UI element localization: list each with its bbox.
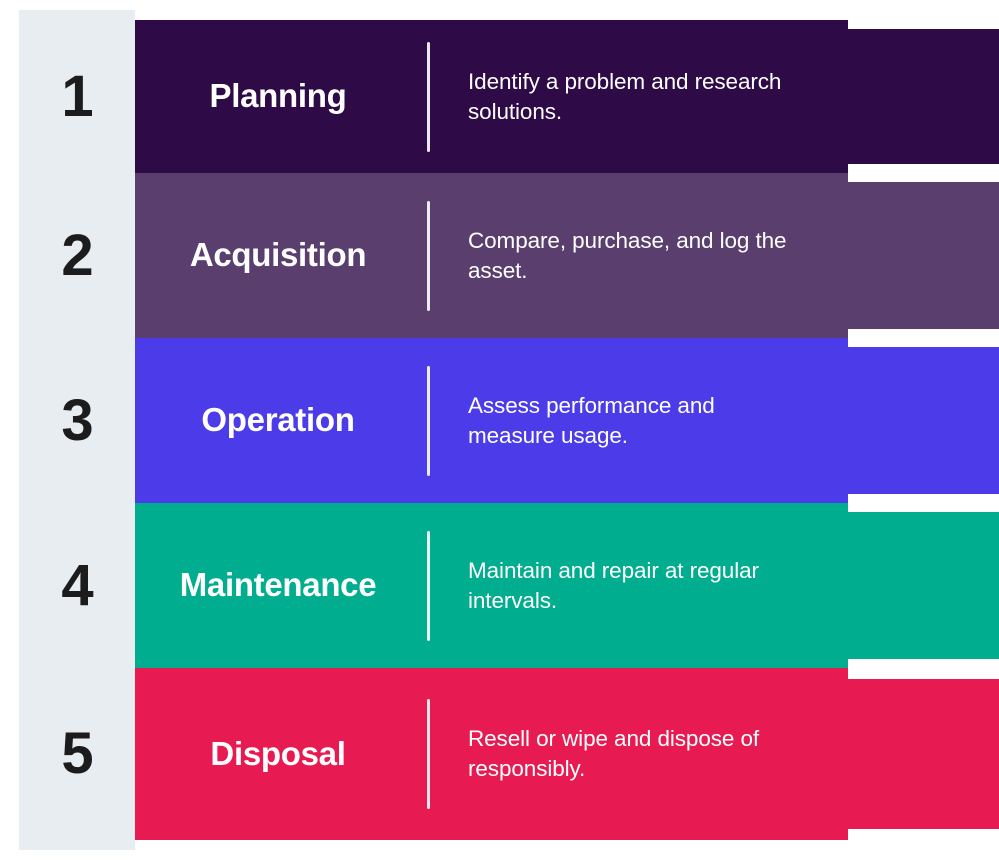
step-number-3: 3 [19,338,135,503]
step-number-4: 4 [19,503,135,668]
step-number-label: 2 [61,222,93,288]
step-number-2: 2 [19,173,135,338]
step-number-5: 5 [19,668,135,840]
step-number-label: 4 [61,552,93,618]
stage-icon-cap [835,347,999,494]
step-number-label: 5 [61,721,93,786]
stage-color-bar [135,20,848,173]
stage-color-bar [135,338,848,503]
step-number-rail: 1 2 3 4 5 [19,10,135,850]
stage-color-bar [135,668,848,840]
stage-icon-cap [835,182,999,329]
step-number-label: 1 [61,63,93,129]
step-number-label: 3 [61,387,93,453]
stage-icon-cap [835,29,999,164]
step-number-1: 1 [19,20,135,173]
stage-icon-cap [835,679,999,829]
stage-color-bar [135,503,848,668]
stage-icon-cap [835,512,999,659]
stage-color-bar [135,173,848,338]
